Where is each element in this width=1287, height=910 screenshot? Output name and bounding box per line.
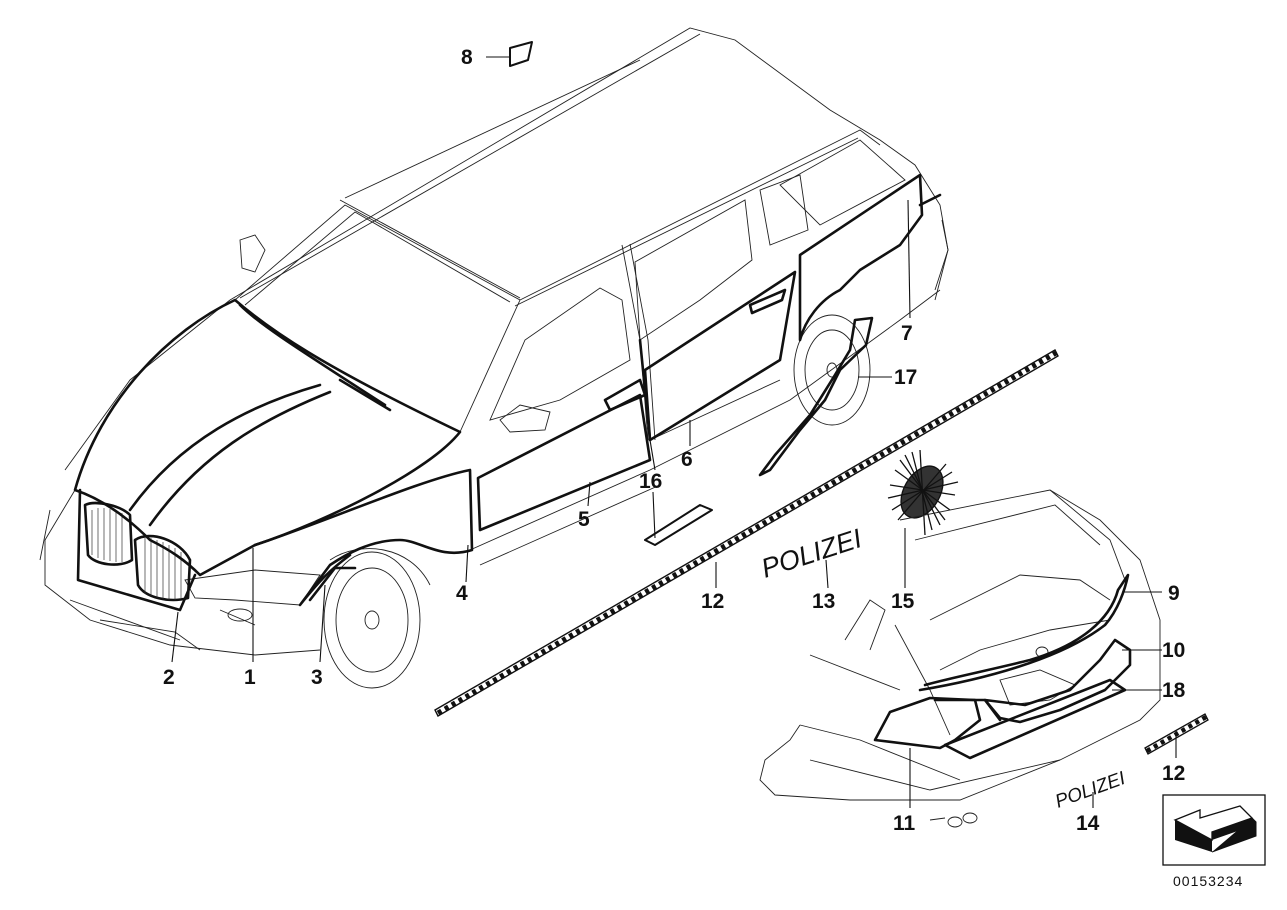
bonnet-decal <box>73 298 462 577</box>
callout-17: 17 <box>894 366 917 389</box>
front-fender-decal <box>253 468 474 607</box>
callout-15: 15 <box>891 590 915 613</box>
callout-8: 8 <box>461 46 473 69</box>
part-17-arch-decal <box>758 316 874 477</box>
callout-4: 4 <box>456 582 468 605</box>
polizei-decal-small: POLIZEI <box>1053 768 1129 813</box>
part-15-emblem <box>887 449 959 536</box>
callout-3: 3 <box>311 666 323 689</box>
car-front-view <box>39 27 949 689</box>
callout-5: 5 <box>578 508 590 531</box>
part-11-taillight-decal <box>873 696 982 750</box>
part-12-strip-long <box>434 349 1059 717</box>
callout-9: 9 <box>1168 582 1180 605</box>
callout-2: 2 <box>163 666 175 689</box>
view-direction-arrow-icon <box>1162 794 1266 866</box>
callout-14: 14 <box>1076 812 1100 835</box>
callout-11: 11 <box>893 812 916 835</box>
callouts: 1 2 3 4 5 6 7 8 9 10 11 12 12 13 14 15 1… <box>163 46 1186 835</box>
leader-lines <box>171 56 1177 808</box>
part-10-tailgate-lower <box>983 638 1132 724</box>
part-9-tailgate-decal <box>918 573 1130 692</box>
front-bumper-decal <box>76 488 197 612</box>
callout-16: 16 <box>639 470 662 493</box>
part-8-roof-decal <box>509 41 533 67</box>
callout-13: 13 <box>812 590 835 613</box>
callout-12-b: 12 <box>1162 762 1185 785</box>
callout-1: 1 <box>244 666 256 689</box>
polizei-decal-large: POLIZEI <box>758 523 866 584</box>
reference-number: 00153234 <box>1173 873 1243 889</box>
rear-door-decal <box>643 270 797 442</box>
callout-7: 7 <box>901 322 913 345</box>
part-16-sill-strip <box>644 504 713 546</box>
callout-10: 10 <box>1162 639 1185 662</box>
kidney-grille <box>83 501 192 602</box>
front-door-decal <box>476 393 652 532</box>
rear-quarter-decal <box>798 173 924 342</box>
callout-18: 18 <box>1162 679 1186 702</box>
callout-12-a: 12 <box>701 590 724 613</box>
callout-6: 6 <box>681 448 693 471</box>
